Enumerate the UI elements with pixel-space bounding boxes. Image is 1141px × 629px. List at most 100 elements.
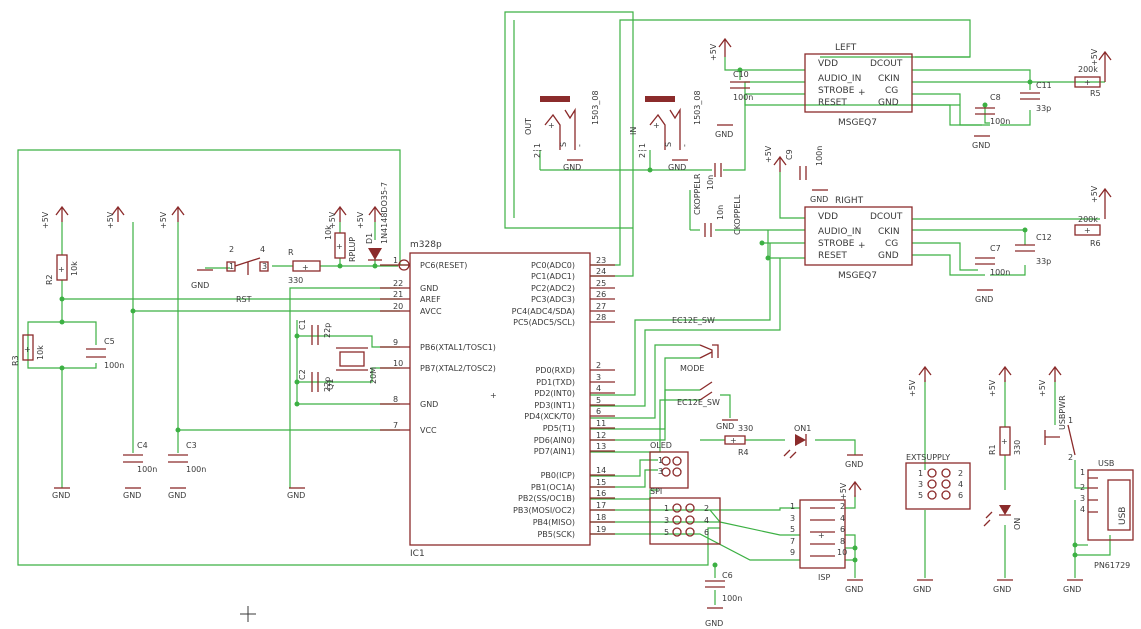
svg-text:+5V: +5V bbox=[908, 379, 917, 397]
svg-text:+: + bbox=[1084, 78, 1091, 87]
svg-text:GND: GND bbox=[715, 130, 733, 139]
ic1-pin-number: 18 bbox=[596, 513, 606, 522]
svg-text:200k: 200k bbox=[1078, 65, 1098, 74]
svg-text:4: 4 bbox=[260, 245, 265, 254]
vcc-isp: +5V bbox=[839, 480, 862, 500]
svg-text:GND: GND bbox=[975, 295, 993, 304]
ic1-pin-number: 15 bbox=[596, 478, 606, 487]
svg-text:5: 5 bbox=[664, 528, 669, 537]
ic1-pin-number: 13 bbox=[596, 442, 606, 451]
resistor-r-rst: + R 330 bbox=[288, 248, 321, 285]
vcc-r2: +5V bbox=[41, 205, 69, 229]
ic1-pin-number: 21 bbox=[393, 290, 403, 299]
svg-text:8: 8 bbox=[840, 537, 845, 546]
svg-text:GND: GND bbox=[668, 163, 686, 172]
svg-text:1: 1 bbox=[658, 456, 663, 465]
svg-text:USB: USB bbox=[1118, 507, 1128, 525]
svg-text:RST: RST bbox=[236, 295, 252, 304]
svg-text:+: + bbox=[858, 88, 866, 98]
ic1-pin-label: PC0(ADC0) bbox=[531, 261, 575, 270]
resistor-r4: + 330 R4 bbox=[724, 424, 753, 457]
vcc-r1: +5V bbox=[988, 365, 1012, 397]
svg-text:+: + bbox=[302, 263, 309, 272]
svg-text:2: 2 bbox=[1080, 483, 1085, 492]
svg-text:C10: C10 bbox=[733, 70, 749, 79]
svg-text:GND: GND bbox=[191, 281, 209, 290]
svg-text:1: 1 bbox=[790, 502, 795, 511]
pin-label: CG bbox=[885, 86, 898, 96]
pin-label: STROBE bbox=[818, 86, 855, 96]
svg-text:C11: C11 bbox=[1036, 81, 1052, 90]
svg-text:20M: 20M bbox=[369, 367, 378, 384]
svg-text:GND: GND bbox=[563, 163, 581, 172]
svg-text:+5V: +5V bbox=[839, 482, 848, 500]
ic1-pin-label: PB2(SS/OC1B) bbox=[518, 494, 575, 503]
svg-text:R3: R3 bbox=[11, 355, 20, 366]
svg-text:1: 1 bbox=[664, 504, 669, 513]
svg-text:100n: 100n bbox=[104, 361, 124, 370]
svg-text:4: 4 bbox=[1080, 505, 1085, 514]
svg-text:C2: C2 bbox=[298, 369, 307, 380]
ic1-origin-mark: + bbox=[490, 391, 497, 400]
ic1-name: IC1 bbox=[410, 549, 425, 559]
capacitor-c12: C12 33p bbox=[1015, 233, 1052, 266]
svg-text:GND: GND bbox=[972, 141, 990, 150]
vcc-d1: +5V bbox=[356, 205, 382, 229]
svg-text:-: - bbox=[575, 144, 584, 147]
gnd-symbols: GND GND GND GND GND GND GND GND GND GND … bbox=[52, 124, 1083, 628]
capacitor-c6: C6 100n bbox=[705, 571, 742, 603]
svg-text:1: 1 bbox=[1068, 416, 1073, 425]
svg-text:SPI: SPI bbox=[650, 487, 662, 496]
svg-text:C1: C1 bbox=[298, 319, 307, 330]
resistor-r6: + 200k R6 bbox=[1074, 215, 1101, 248]
svg-text:IN: IN bbox=[629, 127, 638, 135]
reset-button-rst: 2 4 1 3 RST bbox=[226, 245, 269, 304]
ic1-pin-number: 10 bbox=[393, 359, 403, 368]
ic1-pin-label: PB5(SCK) bbox=[537, 530, 575, 539]
svg-text:+: + bbox=[653, 121, 660, 130]
crystal-q1: Q1 20M bbox=[326, 347, 378, 390]
ic1-pin-number: 27 bbox=[596, 302, 606, 311]
svg-text:+5V: +5V bbox=[356, 211, 365, 229]
svg-text:GND: GND bbox=[913, 585, 931, 594]
svg-text:+: + bbox=[336, 242, 343, 251]
ic1-pin-label: PB6(XTAL1/TOSC1) bbox=[420, 343, 496, 352]
svg-text:+5V: +5V bbox=[1090, 185, 1099, 203]
ic1-pin-number: 6 bbox=[596, 407, 601, 416]
svg-text:ON1: ON1 bbox=[794, 424, 811, 433]
ic1-pin-number: 9 bbox=[393, 338, 398, 347]
pin-label: AUDIO_IN bbox=[818, 74, 861, 84]
ic1-pin-label: VCC bbox=[420, 426, 437, 435]
ic1-pin-number: 28 bbox=[596, 313, 606, 322]
svg-text:+5V: +5V bbox=[1090, 48, 1099, 66]
svg-text:6: 6 bbox=[840, 525, 845, 534]
svg-text:+: + bbox=[1084, 226, 1091, 235]
svg-text:USBPWR: USBPWR bbox=[1058, 395, 1067, 430]
svg-text:10n: 10n bbox=[716, 205, 725, 220]
pin-label: GND bbox=[878, 98, 899, 108]
vcc-c10: +5V bbox=[709, 37, 732, 61]
svg-text:1N4148DO35-7: 1N4148DO35-7 bbox=[380, 182, 389, 244]
svg-text:PN61729: PN61729 bbox=[1094, 561, 1130, 570]
capacitor-c5: C5 100n bbox=[86, 337, 124, 370]
ic1-pin-number: 24 bbox=[596, 267, 606, 276]
ic1-left-pins: 1PC6(RESET)22GND21AREF20AVCC9PB6(XTAL1/T… bbox=[380, 256, 496, 435]
svg-text:100n: 100n bbox=[722, 594, 742, 603]
svg-text:1503_08: 1503_08 bbox=[693, 90, 702, 125]
resistor-rplup: + 10k RPLUP bbox=[324, 225, 357, 262]
rotary-encoder: EC12E_SW MODE EC12E_SW bbox=[672, 316, 720, 407]
ic1-pin-number: 11 bbox=[596, 419, 606, 428]
msgeq-left-name: MSGEQ7 bbox=[838, 118, 877, 128]
ic1-pin-number: 14 bbox=[596, 466, 606, 475]
svg-text:+5V: +5V bbox=[764, 145, 773, 163]
svg-text:GND: GND bbox=[52, 491, 70, 500]
svg-text:100n: 100n bbox=[186, 465, 206, 474]
capacitor-c10: C10 100n bbox=[730, 70, 753, 102]
svg-text:ON: ON bbox=[1013, 518, 1022, 530]
capacitor-c7: C7 100n bbox=[975, 244, 1010, 277]
pin-label: DCOUT bbox=[870, 59, 903, 69]
svg-text:+: + bbox=[548, 121, 555, 130]
svg-text:OLED: OLED bbox=[650, 441, 672, 450]
